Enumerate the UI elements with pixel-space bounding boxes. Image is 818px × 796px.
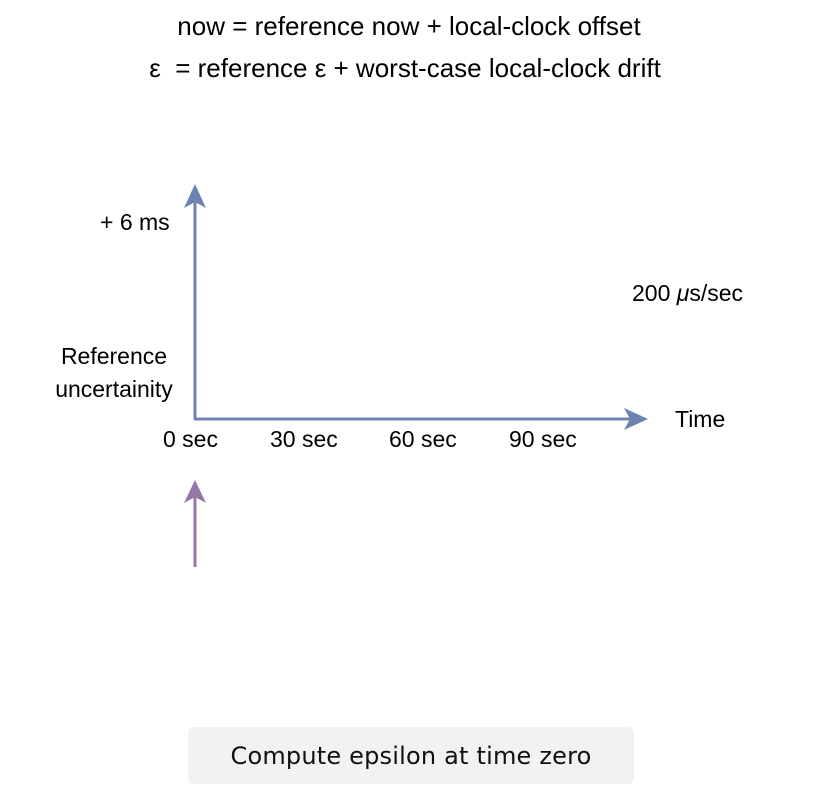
formula-epsilon: ε = reference ε + worst-case local-clock…: [149, 53, 661, 83]
reference-uncertainty-label: Reference uncertainity: [30, 340, 198, 406]
x-axis-label: Time: [675, 406, 726, 432]
drift-rate-label: 200 μs/sec: [632, 279, 743, 307]
x-tick-label: 30 sec: [270, 426, 338, 452]
y-axis-top-label: + 6 ms: [100, 209, 170, 235]
y-axis-arrowhead: [184, 184, 206, 208]
drift-rate-value: 200: [632, 280, 677, 306]
formula-now: now = reference now + local-clock offset: [177, 11, 641, 41]
x-axis-arrowhead: [624, 408, 648, 430]
x-tick-label: 90 sec: [509, 426, 577, 452]
x-tick-label: 60 sec: [389, 426, 457, 452]
reference-uncertainty-line2: uncertainity: [55, 376, 173, 402]
reference-uncertainty-line1: Reference: [60, 343, 168, 369]
x-tick-label: 0 sec: [163, 426, 218, 452]
drift-rate-unit: s/sec: [689, 280, 744, 306]
drift-rate-mu: μ: [676, 280, 690, 306]
time-zero-marker-arrowhead: [184, 480, 206, 503]
caption-box: Compute epsilon at time zero: [188, 727, 634, 784]
caption-text: Compute epsilon at time zero: [230, 741, 592, 770]
